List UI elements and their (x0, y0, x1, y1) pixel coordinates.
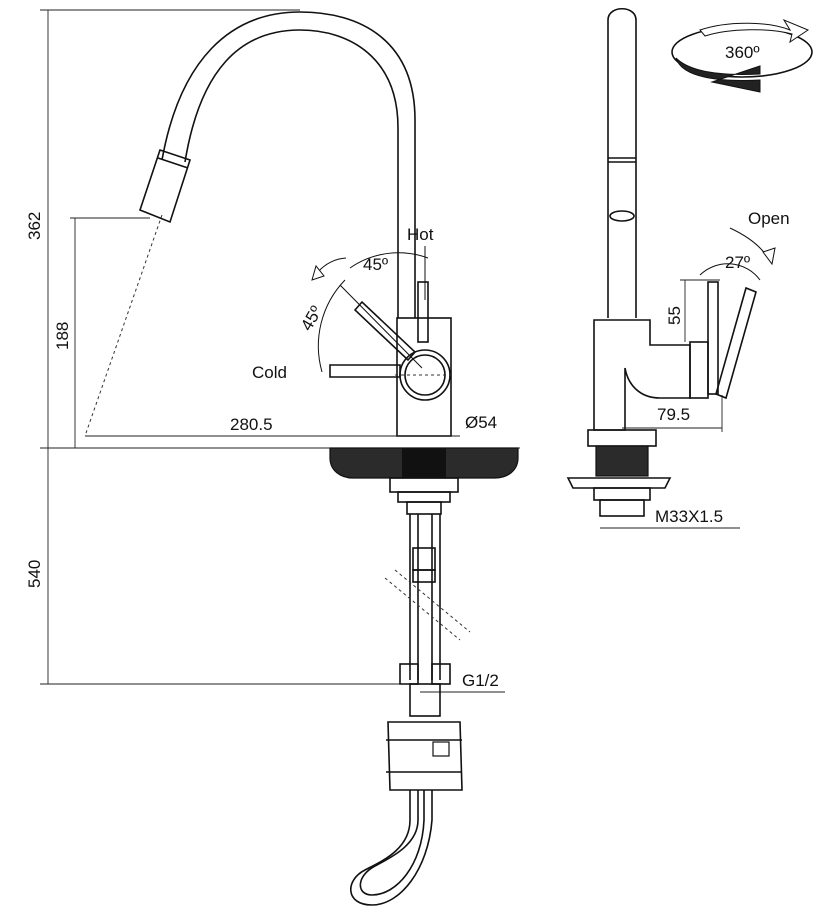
rotate-arrow-head (311, 264, 325, 281)
angle-top-label: 45º (363, 255, 388, 274)
side-mount-plate (566, 477, 672, 489)
angle-side-label: 45º (297, 303, 326, 334)
side-lever-hub (689, 341, 709, 399)
angle-ray (339, 284, 423, 369)
lever-height-label: 55 (665, 306, 684, 325)
break-line-1 (384, 577, 461, 641)
break-line-2 (394, 569, 471, 633)
spray-head-band (157, 157, 189, 169)
angle-arc-top (349, 252, 429, 269)
hose-length-label: 540 (25, 560, 44, 588)
lever-reach-label: 79.5 (657, 405, 690, 424)
side-shank-end (599, 499, 645, 517)
side-shank (595, 445, 649, 477)
side-spray-ring (609, 210, 635, 222)
side-base (587, 429, 657, 447)
side-lever-open (715, 286, 757, 400)
height-outlet-label: 188 (53, 322, 72, 350)
rotation-arrow-lower (675, 57, 761, 93)
rotation-symbol: 360º (671, 18, 813, 93)
shank-thread-label: M33X1.5 (655, 507, 723, 526)
mounting-nut (389, 477, 459, 493)
side-mount-nut (593, 487, 651, 501)
height-total-label: 362 (25, 212, 44, 240)
rotation-label: 360º (725, 43, 760, 62)
hose-nut-left (399, 663, 419, 685)
cold-label: Cold (252, 363, 287, 382)
hose-weight-clip (432, 741, 450, 757)
hose-weight (387, 721, 463, 791)
hose-nut-right (431, 663, 451, 685)
spray-head (139, 148, 192, 224)
open-angle-arc (699, 263, 761, 281)
rotate-arrow-arc (317, 257, 347, 273)
rotation-arrow-upper (699, 18, 810, 44)
front-view: 362 188 280.5 Hot Cold 45º 45º (25, 9, 520, 906)
lever-cold (329, 364, 401, 378)
shank-end (406, 501, 442, 515)
hose-lower-section (409, 683, 441, 717)
hose-thread-label: G1/2 (462, 671, 499, 690)
hose-loop-outer (350, 790, 433, 906)
open-angle-label: 27º (725, 253, 750, 272)
side-view: 360º 27º Open 55 79.5 (566, 7, 813, 529)
open-arrow-head (762, 247, 776, 266)
spout-inner (184, 29, 399, 318)
side-spout (607, 7, 637, 318)
spout-outer (161, 11, 416, 318)
spray-line (84, 214, 163, 437)
lever-vertical (417, 281, 429, 343)
hose-connector-nut (412, 569, 436, 583)
open-label: Open (748, 209, 790, 228)
side-lever (707, 281, 719, 395)
mounting-washer (397, 491, 451, 503)
base-diameter-label: Ø54 (465, 413, 497, 432)
angle-arc-side (317, 279, 346, 373)
shank-section (402, 448, 446, 478)
reach-label: 280.5 (230, 415, 273, 434)
hose-loop-inner (359, 790, 425, 896)
hot-label: Hot (407, 225, 434, 244)
